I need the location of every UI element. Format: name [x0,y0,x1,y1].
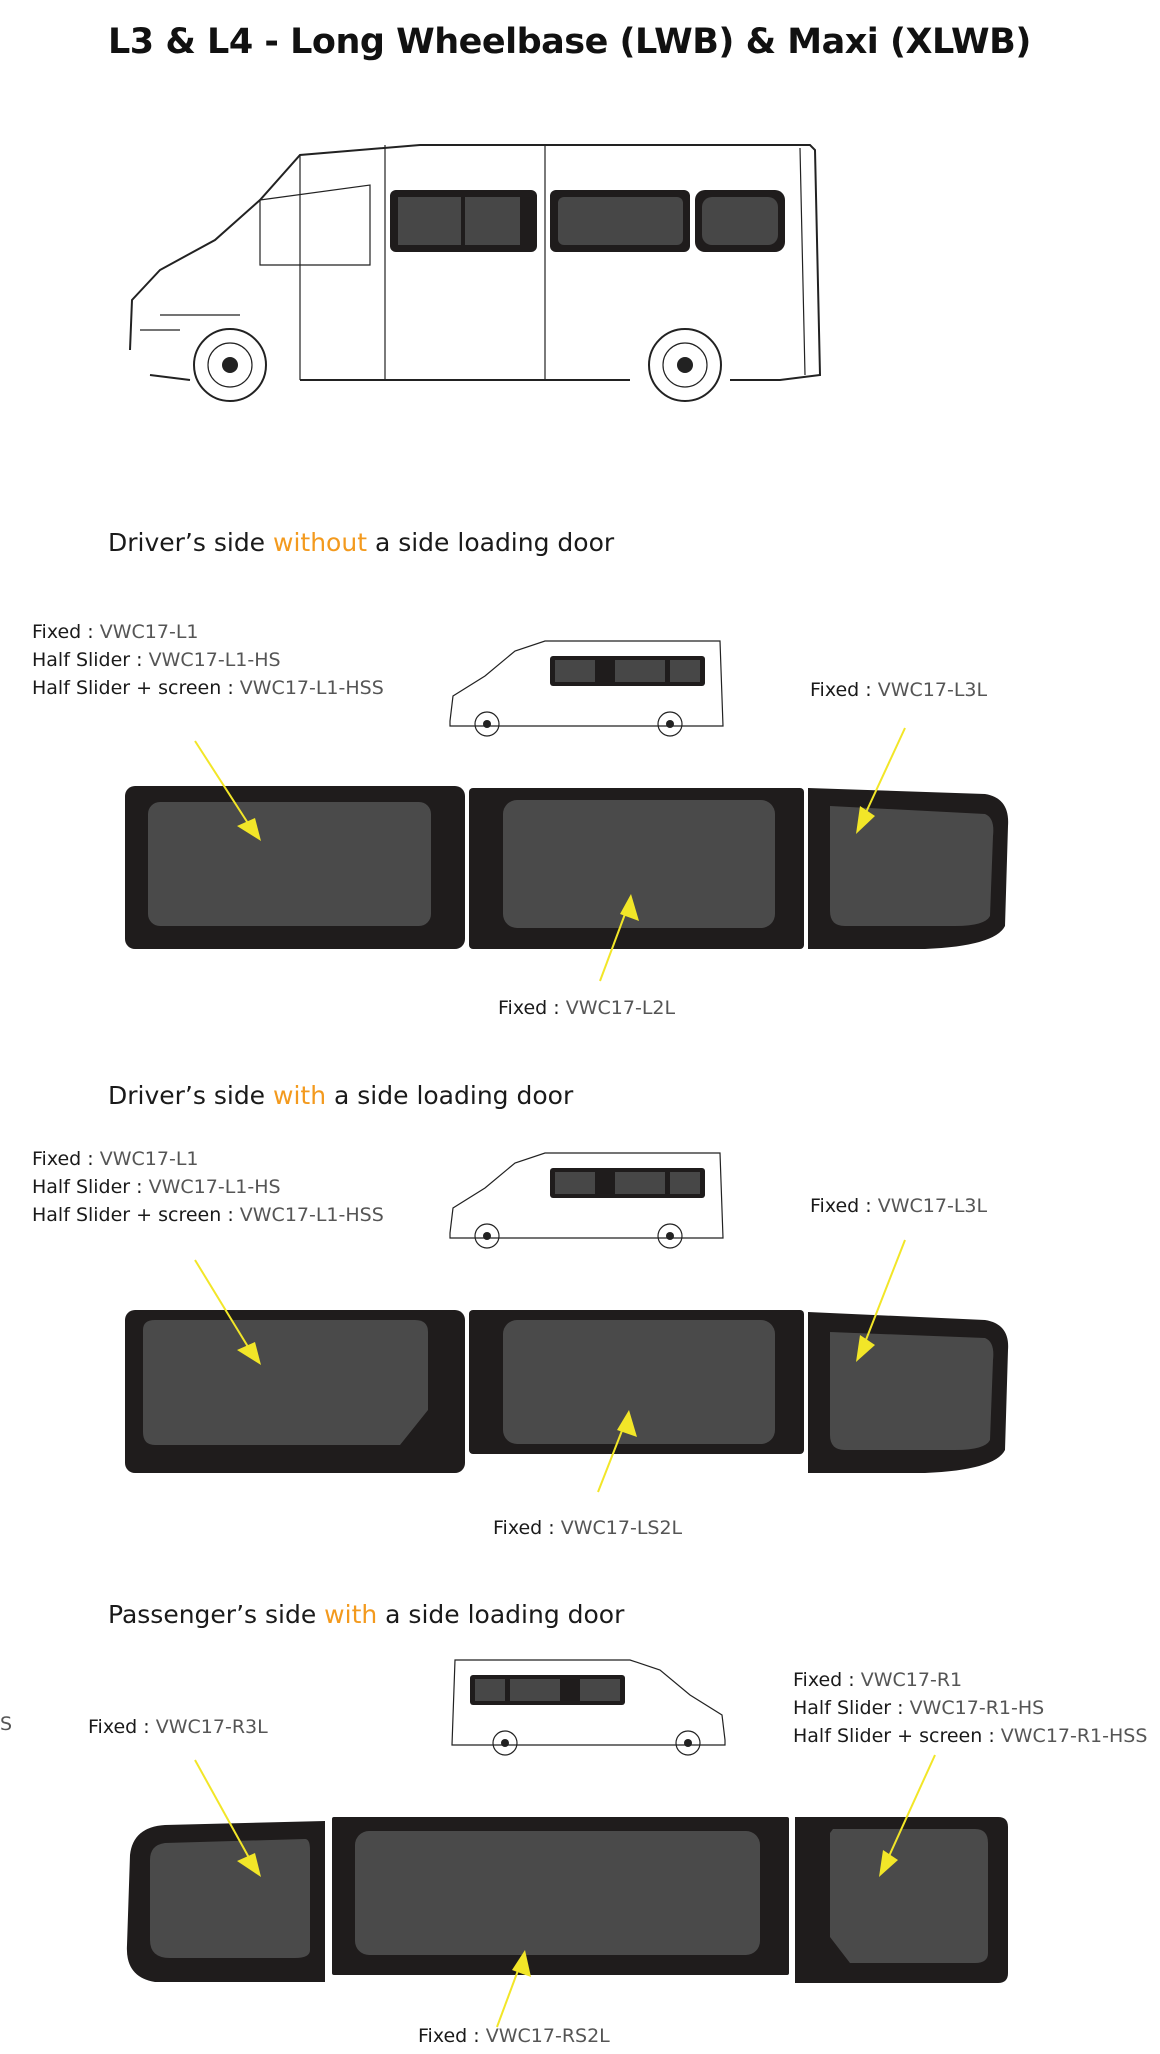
middle-window-label: Fixed : VWC17-L2L [498,997,676,1019]
rear-window-label: Fixed : VWC17-L3L [810,1195,988,1217]
heading-accent: without [273,528,367,557]
middle-window-label: Fixed : VWC17-RS2L [418,2025,610,2047]
van-illustration-large [129,144,822,402]
label-line: Half Slider : VWC17-R1-HS [793,1697,1045,1719]
label-line: Fixed : VWC17-R1 [793,1669,963,1691]
heading-text: Passenger’s side [108,1600,325,1629]
label-line: Half Slider + screen : VWC17-L1-HSS [32,1204,384,1226]
label-line: Half Slider + screen : VWC17-R1-HSS [793,1725,1148,1747]
window-set-passenger-with [126,1754,1008,2028]
window-set-driver-without [125,727,1009,982]
label-line: Fixed : VWC17-L1 [32,1148,199,1170]
section-heading-driver-with: Driver’s side with a side loading door [108,1081,573,1110]
label-line: Half Slider + screen : VWC17-L1-HSS [32,677,384,699]
label-line: Fixed : VWC17-L1 [32,621,199,643]
heading-text: Driver’s side [108,528,274,557]
front-window-labels: Fixed : VWC17-L1 Half Slider : VWC17-L1-… [32,618,384,702]
heading-accent: with [324,1600,378,1629]
front-window-labels: Fixed : VWC17-R1 Half Slider : VWC17-R1-… [793,1666,1147,1750]
heading-text: a side loading door [377,1600,625,1629]
window-set-driver-with [125,1239,1009,1493]
stray-glyph-text: S [0,1713,13,1735]
section-heading-passenger-with: Passenger’s side with a side loading doo… [108,1600,624,1629]
section-heading-driver-without: Driver’s side without a side loading doo… [108,528,614,557]
heading-text: a side loading door [367,528,615,557]
middle-window-label: Fixed : VWC17-LS2L [493,1517,683,1539]
page-title: L3 & L4 - Long Wheelbase (LWB) & Maxi (X… [108,22,1031,62]
van-thumbnail [449,640,724,737]
van-thumbnail-mirrored [451,1659,726,1756]
heading-text: Driver’s side [108,1081,274,1110]
heading-text: a side loading door [326,1081,574,1110]
heading-accent: with [273,1081,327,1110]
label-line: Half Slider : VWC17-L1-HS [32,1176,281,1198]
rear-window-label: Fixed : VWC17-L3L [810,679,988,701]
front-window-labels: Fixed : VWC17-L1 Half Slider : VWC17-L1-… [32,1145,384,1229]
label-line: Half Slider : VWC17-L1-HS [32,649,281,671]
van-thumbnail [449,1152,724,1249]
rear-window-label: Fixed : VWC17-R3L [88,1716,268,1738]
